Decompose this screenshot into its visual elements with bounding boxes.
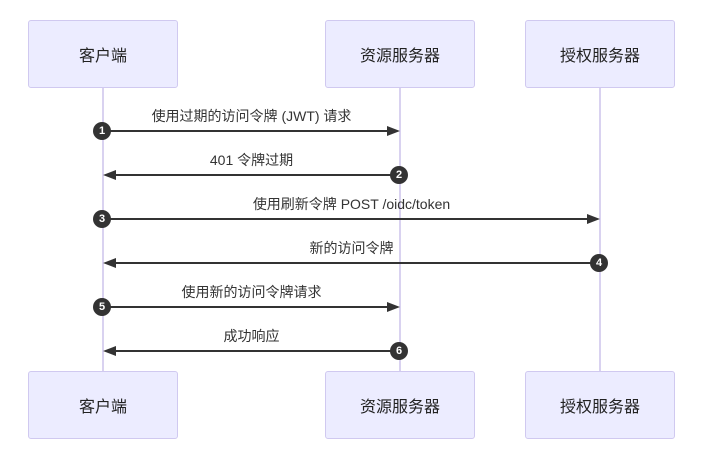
actor-lifeline (599, 88, 601, 371)
sequence-number-badge: 2 (390, 166, 408, 184)
arrowhead-right (387, 126, 400, 136)
sequence-number-badge: 4 (590, 254, 608, 272)
arrowhead-right (587, 214, 600, 224)
actor-label: 资源服务器 (359, 399, 440, 416)
actor-box-bottom: 授权服务器 (525, 371, 675, 439)
actor-label: 授权服务器 (559, 48, 640, 65)
message-label: 新的访问令牌 (309, 240, 394, 256)
actor-box-top: 客户端 (28, 20, 178, 88)
sequence-number-badge: 3 (93, 210, 111, 228)
actor-box-top: 授权服务器 (525, 20, 675, 88)
message-line (103, 218, 590, 220)
message-label: 成功响应 (223, 328, 280, 344)
actor-box-top: 资源服务器 (325, 20, 475, 88)
arrowhead-left (103, 170, 116, 180)
message-label: 使用新的访问令牌请求 (181, 284, 322, 300)
message-line (113, 262, 600, 264)
actor-label: 客户端 (78, 399, 127, 416)
actor-lifeline (102, 88, 104, 371)
sequence-number-badge: 6 (390, 342, 408, 360)
actor-label: 资源服务器 (359, 48, 440, 65)
message-label: 使用过期的访问令牌 (JWT) 请求 (151, 108, 352, 124)
sequence-number-badge: 5 (93, 298, 111, 316)
message-label: 401 令牌过期 (209, 152, 294, 168)
message-label: 使用刷新令牌 POST /oidc/token (252, 196, 451, 212)
actor-label: 授权服务器 (559, 399, 640, 416)
actor-box-bottom: 客户端 (28, 371, 178, 439)
message-line (113, 174, 400, 176)
sequence-number-badge: 1 (93, 122, 111, 140)
actor-box-bottom: 资源服务器 (325, 371, 475, 439)
arrowhead-left (103, 346, 116, 356)
message-line (113, 350, 400, 352)
arrowhead-right (387, 302, 400, 312)
message-line (103, 306, 390, 308)
arrowhead-left (103, 258, 116, 268)
actor-lifeline (399, 88, 401, 371)
message-line (103, 130, 390, 132)
actor-label: 客户端 (78, 48, 127, 65)
